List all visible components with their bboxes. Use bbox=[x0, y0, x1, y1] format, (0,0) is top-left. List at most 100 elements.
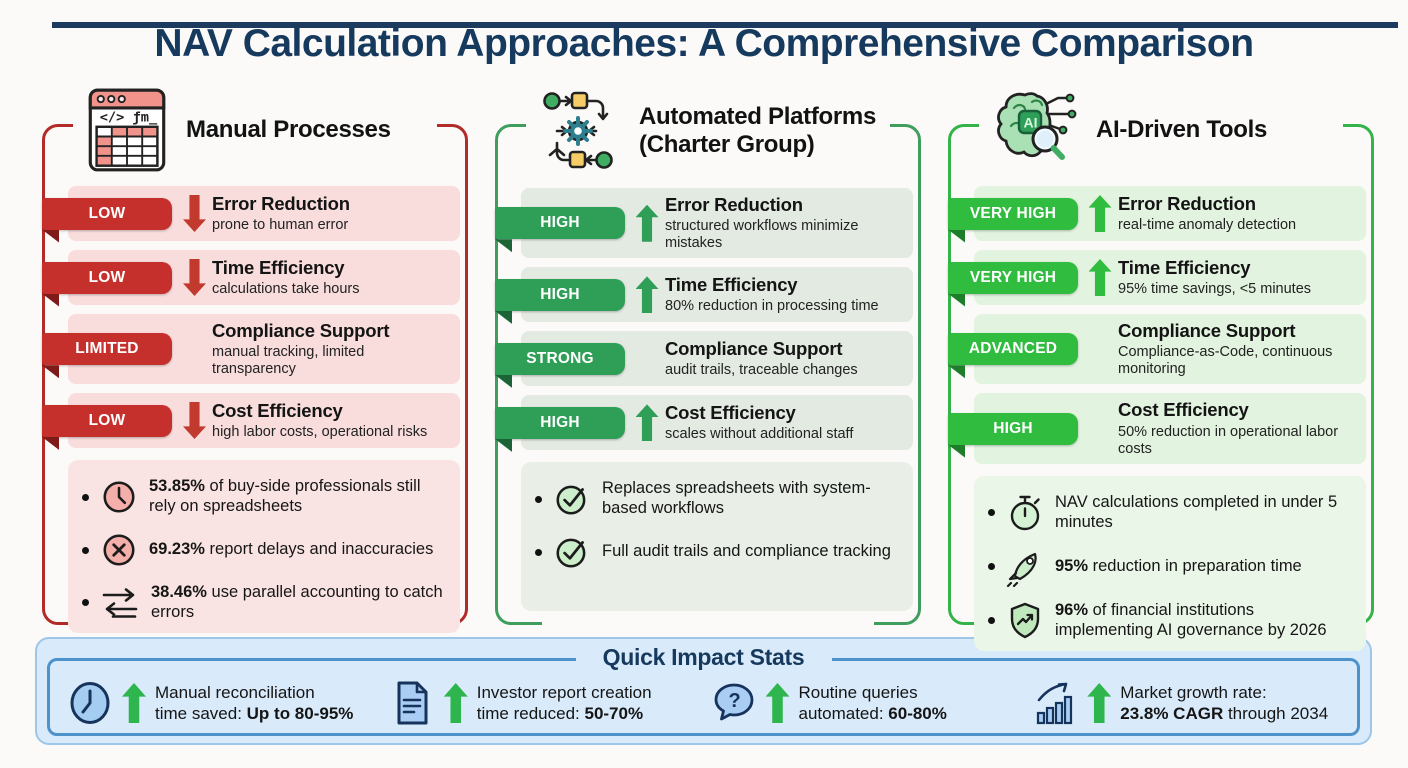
impact-inner-frame bbox=[47, 658, 1360, 736]
clock-icon bbox=[99, 478, 139, 516]
metric-row-error-reduction: HIGH Error Reduction structured workflow… bbox=[495, 188, 913, 259]
column-automated-platforms: Automated Platforms (Charter Group) HIGH… bbox=[495, 86, 921, 625]
metric-row-error-reduction: LOW Error Reduction prone to human error bbox=[42, 186, 460, 241]
rating-badge: LOW bbox=[42, 261, 172, 294]
up-arrow-icon bbox=[765, 683, 790, 723]
spreadsheet-icon: </> ƒm_ bbox=[86, 86, 168, 174]
stat-text: 53.85% of buy-side professionals still r… bbox=[149, 477, 421, 516]
bullet-dot bbox=[82, 546, 89, 554]
metric-desc: scales without additional staff bbox=[665, 426, 854, 443]
stat-text: 96% of financial institutions implementi… bbox=[1055, 601, 1327, 639]
growth-chart-icon bbox=[1032, 680, 1078, 726]
stat-bullet: Replaces spreadsheets with system-based … bbox=[535, 479, 901, 519]
metric-desc: calculations take hours bbox=[212, 281, 360, 298]
metric-title: Error Reduction bbox=[1118, 192, 1256, 214]
down-arrow-icon bbox=[183, 402, 206, 439]
top-border-strip bbox=[52, 22, 1398, 28]
stat-bullet: 38.46% use parallel accounting to catch … bbox=[82, 583, 448, 623]
metric-row-cost-efficiency: HIGH Cost Efficiency 50% reduction in op… bbox=[948, 393, 1366, 464]
up-arrow-icon bbox=[1087, 683, 1112, 723]
column-header: </> ƒm_ Manual Processes bbox=[42, 86, 468, 174]
metric-title: Time Efficiency bbox=[1118, 256, 1251, 278]
clock-blue-icon bbox=[67, 680, 113, 726]
report-icon bbox=[389, 680, 435, 726]
rating-badge: VERY HIGH bbox=[948, 197, 1078, 230]
up-arrow-icon bbox=[122, 683, 146, 723]
rating-badge: LIMITED bbox=[42, 333, 172, 366]
rating-badge: VERY HIGH bbox=[948, 261, 1078, 294]
impact-title: Quick Impact Stats bbox=[602, 644, 805, 670]
metric-title: Cost Efficiency bbox=[665, 402, 796, 424]
metric-row-time-efficiency: VERY HIGH Time Efficiency 95% time savin… bbox=[948, 250, 1366, 305]
metric-desc: 80% reduction in processing time bbox=[665, 298, 879, 315]
metric-title: Compliance Support bbox=[665, 338, 843, 360]
ai-brain-icon: AI bbox=[992, 86, 1078, 174]
stopwatch-icon bbox=[1005, 493, 1045, 533]
metric-title: Compliance Support bbox=[1118, 320, 1296, 341]
column-title: Automated Platforms (Charter Group) bbox=[639, 103, 876, 158]
up-arrow-icon bbox=[443, 683, 468, 723]
up-arrow-icon bbox=[635, 204, 659, 242]
comparison-columns: </> ƒm_ Manual Processes LOW Error Reduc… bbox=[0, 86, 1408, 651]
impact-item-investor-report: Investor report creation time reduced: 5… bbox=[389, 680, 711, 726]
stats-panel: Replaces spreadsheets with system-based … bbox=[521, 462, 913, 611]
metric-row-time-efficiency: LOW Time Efficiency calculations take ho… bbox=[42, 250, 460, 305]
column-header: Automated Platforms (Charter Group) bbox=[495, 86, 921, 176]
metric-title: Cost Efficiency bbox=[1118, 399, 1249, 421]
metric-rows: VERY HIGH Error Reduction real-time anom… bbox=[948, 186, 1366, 464]
down-arrow-icon bbox=[183, 195, 206, 232]
impact-text: Manual reconciliation time saved: Up to … bbox=[155, 682, 354, 723]
up-arrow-icon bbox=[635, 276, 659, 314]
shield-check-icon bbox=[1005, 601, 1045, 641]
svg-text:</> ƒm_: </> ƒm_ bbox=[100, 110, 158, 126]
quick-impact-stats-panel: Quick Impact Stats Manual reconciliation… bbox=[35, 637, 1372, 745]
column-header: AI AI-Driven Tools bbox=[948, 86, 1374, 174]
svg-text:?: ? bbox=[728, 690, 740, 712]
bullet-dot bbox=[82, 599, 89, 607]
metric-row-compliance-support: ADVANCED Compliance Support Compliance-a… bbox=[948, 314, 1366, 385]
stat-bullet: NAV calculations completed in under 5 mi… bbox=[988, 493, 1354, 533]
bullet-dot bbox=[988, 617, 995, 625]
bullet-dot bbox=[535, 495, 542, 503]
metric-desc: structured workflows minimize mistakes bbox=[665, 218, 859, 252]
up-arrow-icon bbox=[1088, 259, 1112, 296]
impact-text: Investor report creation time reduced: 5… bbox=[476, 682, 652, 723]
metric-title: Compliance Support bbox=[212, 320, 390, 341]
stats-panel: NAV calculations completed in under 5 mi… bbox=[974, 475, 1366, 651]
impact-text: Routine queries automated: 60-80% bbox=[798, 682, 947, 723]
bullet-dot bbox=[988, 563, 995, 571]
metric-row-cost-efficiency: HIGH Cost Efficiency scales without addi… bbox=[495, 395, 913, 451]
column-ai-driven-tools: AI AI-Driven Tools VERY HIGH Error Reduc… bbox=[948, 86, 1374, 651]
stat-text: Full audit trails and compliance trackin… bbox=[602, 542, 891, 561]
metric-desc: 95% time savings, <5 minutes bbox=[1118, 281, 1312, 298]
metric-row-compliance-support: LIMITED Compliance Support manual tracki… bbox=[42, 314, 460, 385]
up-arrow-icon bbox=[1088, 195, 1112, 232]
column-title: Manual Processes bbox=[186, 116, 391, 144]
column-title: AI-Driven Tools bbox=[1096, 116, 1268, 144]
rocket-icon bbox=[1005, 547, 1045, 587]
stat-text: 95% reduction in preparation time bbox=[1055, 556, 1302, 575]
stat-bullet: 69.23% report delays and inaccuracies bbox=[82, 531, 448, 569]
metric-title: Cost Efficiency bbox=[212, 400, 343, 422]
metric-title: Time Efficiency bbox=[212, 256, 345, 278]
metric-row-error-reduction: VERY HIGH Error Reduction real-time anom… bbox=[948, 186, 1366, 241]
rating-badge: STRONG bbox=[495, 342, 625, 375]
error-circle-icon bbox=[99, 531, 139, 569]
workflow-icon bbox=[539, 87, 621, 175]
rating-badge: HIGH bbox=[495, 207, 625, 240]
stat-text: Replaces spreadsheets with system-based … bbox=[602, 479, 871, 518]
impact-item-routine-queries: ? Routine queries automated: 60-80% bbox=[711, 681, 1033, 725]
bullet-dot bbox=[988, 509, 995, 517]
metric-title: Error Reduction bbox=[212, 192, 350, 214]
impact-text: Market growth rate: 23.8% CAGR through 2… bbox=[1120, 682, 1329, 723]
stat-bullet: 95% reduction in preparation time bbox=[988, 547, 1354, 587]
metric-desc: prone to human error bbox=[212, 217, 349, 234]
metric-row-compliance-support: STRONG Compliance Support audit trails, … bbox=[495, 331, 913, 387]
rating-badge: LOW bbox=[42, 197, 172, 230]
stat-bullet: 53.85% of buy-side professionals still r… bbox=[82, 477, 448, 517]
stat-bullet: Full audit trails and compliance trackin… bbox=[535, 533, 901, 571]
check-circle-icon bbox=[552, 533, 592, 571]
rating-badge: ADVANCED bbox=[948, 333, 1078, 366]
question-bubble-icon: ? bbox=[711, 681, 757, 725]
metric-desc: real-time anomaly detection bbox=[1118, 217, 1297, 234]
